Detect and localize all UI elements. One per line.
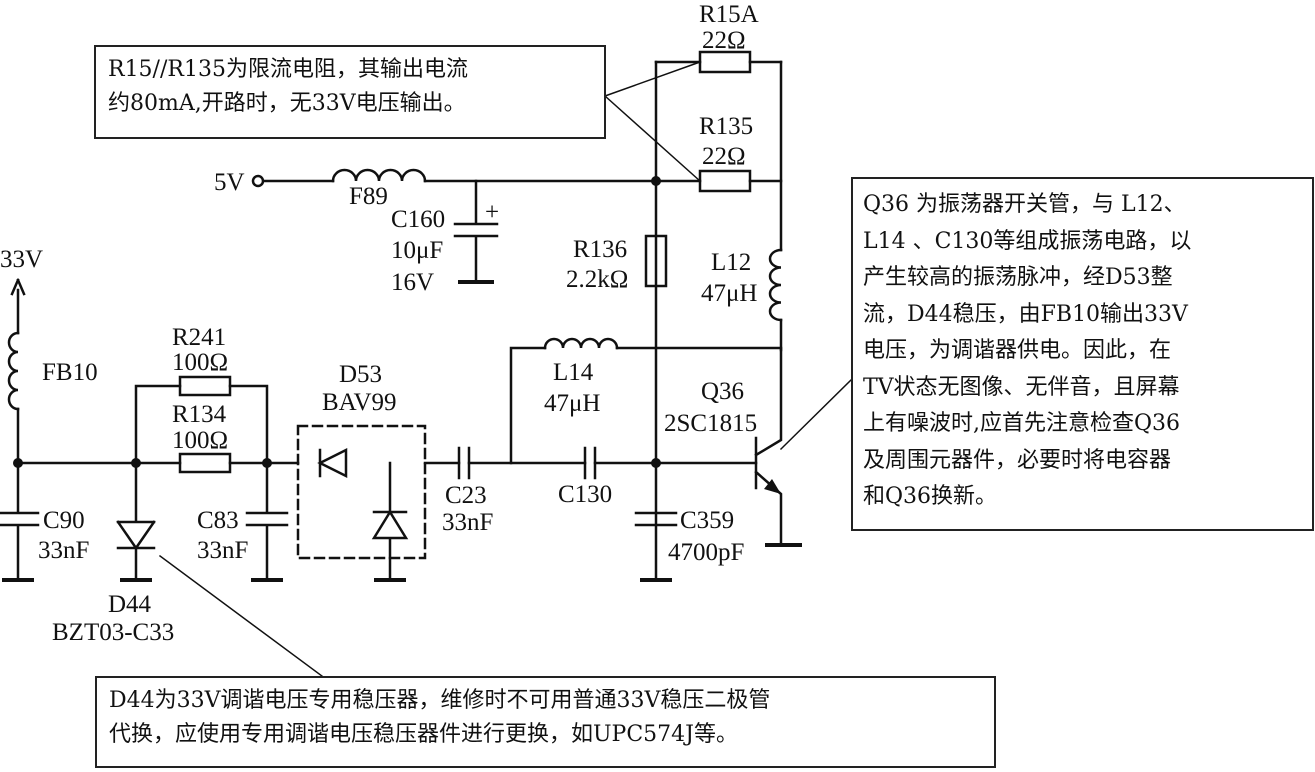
note-d44-zener-line: D44为33V调谐电压专用稳压器，维修时不可用普通33V稳压二极管 <box>109 688 771 713</box>
capacitor-c160 <box>453 179 499 284</box>
resistor-r134 <box>178 452 232 474</box>
wire-r241 <box>134 384 269 465</box>
note-oscillator-line: L14 、C130等组成振荡电路，以 <box>863 228 1192 254</box>
leader-right-note <box>779 378 853 451</box>
label-c160-voltage: 16V <box>391 269 434 296</box>
capacitor-c90 <box>0 461 40 582</box>
capacitor-c359 <box>634 511 678 527</box>
note-oscillator-line: Q36 为振荡器开关管，与 L12、 <box>863 192 1186 217</box>
resistor-r136 <box>644 234 668 288</box>
note-oscillator-line: 和Q36换新。 <box>863 484 998 509</box>
terminal-5v <box>251 174 265 188</box>
arrow-33v <box>10 278 26 296</box>
label-c23-value: 33nF <box>442 509 493 536</box>
transistor-q36 <box>754 348 783 547</box>
note-current-limit: R15//R135为限流电阻，其输出电流 约80mA,开路时，无33V电压输出。 <box>94 45 606 139</box>
label-f89: F89 <box>349 183 388 210</box>
note-oscillator-line: 电压，为调谐器供电。因此，在 <box>863 338 1172 363</box>
label-33v: 33V <box>0 246 43 273</box>
note-current-limit-line: 约80mA,开路时，无33V电压输出。 <box>108 91 466 116</box>
note-current-limit-line: R15//R135为限流电阻，其输出电流 <box>108 57 468 82</box>
d53-package <box>296 424 427 560</box>
label-c359-value: 4700pF <box>668 539 744 566</box>
label-c130-name: C130 <box>558 481 612 508</box>
label-r241-name: R241 <box>172 324 226 351</box>
diode-d53-upper <box>317 447 348 479</box>
label-c83-value: 33nF <box>197 537 248 564</box>
leader-top-note <box>603 61 702 183</box>
label-q36-part: 2SC1815 <box>664 410 757 437</box>
note-oscillator-line: 产生较高的振荡脉冲，经D53整 <box>863 265 1173 290</box>
capacitor-c23 <box>457 446 471 480</box>
label-c160-name: C160 <box>391 206 445 233</box>
junction-dots <box>13 176 661 468</box>
label-r135-name: R135 <box>699 113 753 140</box>
label-5v: 5V <box>214 169 245 196</box>
leader-bottom-note <box>158 554 332 684</box>
label-l14-name: L14 <box>553 359 594 386</box>
capacitor-c83 <box>245 461 289 582</box>
resistor-r15a <box>698 50 752 74</box>
inductor-fb10 <box>7 331 20 411</box>
label-d44-part: BZT03-C33 <box>52 619 174 646</box>
label-d53-part: BAV99 <box>322 389 397 416</box>
label-r241-value: 100Ω <box>172 349 228 376</box>
label-q36-name: Q36 <box>701 378 744 405</box>
wire-l14 <box>509 346 783 465</box>
resistor-r135 <box>698 169 752 193</box>
note-d44-zener: D44为33V调谐电压专用稳压器，维修时不可用普通33V稳压二极管 代换，应使用… <box>95 676 996 768</box>
label-r15a-value: 22Ω <box>702 27 746 54</box>
resistor-r241 <box>178 375 232 397</box>
label-l14-value: 47μH <box>544 390 600 417</box>
note-oscillator-line: TV状态无图像、无伴音，且屏幕 <box>863 374 1180 400</box>
inductor-f89 <box>331 168 427 183</box>
note-oscillator-line: 及周围元器件，必要时将电容器 <box>863 447 1172 473</box>
capacitor-c130 <box>583 446 597 480</box>
inductor-l14 <box>543 337 619 350</box>
label-c90-value: 33nF <box>38 537 89 564</box>
note-oscillator-line: 上有噪波时,应首先注意检查Q36 <box>863 411 1181 436</box>
note-d44-zener-line: 代换，应使用专用调谐电压稳压器件进行更换，如UPC574J等。 <box>109 722 738 747</box>
inductor-l12 <box>768 248 783 322</box>
label-d53-name: D53 <box>339 361 382 388</box>
label-l12-value: 47μH <box>701 280 757 307</box>
label-l12-name: L12 <box>711 249 751 276</box>
label-r136-name: R136 <box>573 236 627 263</box>
label-c160-plus: + <box>485 199 499 226</box>
label-c90-name: C90 <box>43 507 85 534</box>
note-oscillator-line: 流，D44稳压，由FB10输出33V <box>863 301 1188 327</box>
label-c359-name: C359 <box>680 507 734 534</box>
label-d44-name: D44 <box>108 591 152 618</box>
note-oscillator: Q36 为振荡器开关管，与 L12、 L14 、C130等组成振荡电路，以 产生… <box>851 177 1314 531</box>
diode-d53-lower <box>371 461 409 582</box>
zener-d44 <box>116 461 156 582</box>
label-r134-value: 100Ω <box>172 427 228 454</box>
q36-emitter-arrow <box>764 479 781 494</box>
label-c83-name: C83 <box>197 507 239 534</box>
label-c160-value: 10μF <box>391 237 443 264</box>
label-c23-name: C23 <box>445 482 487 509</box>
label-r134-name: R134 <box>172 401 227 428</box>
label-fb10: FB10 <box>42 359 98 386</box>
label-r136-value: 2.2kΩ <box>566 266 628 293</box>
label-r15a-name: R15A <box>699 1 759 28</box>
label-r135-value: 22Ω <box>702 143 746 170</box>
